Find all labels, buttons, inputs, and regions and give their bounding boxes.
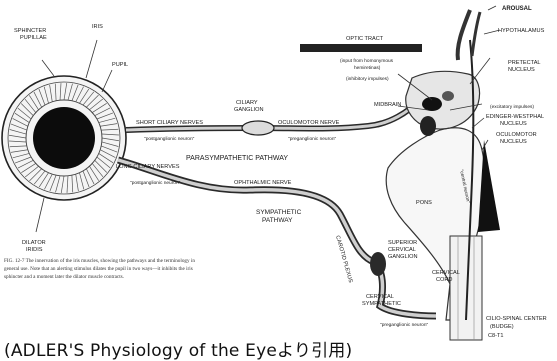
label-ganglion: GANGLION bbox=[234, 107, 264, 113]
label-short-ciliary: SHORT CILIARY NERVES bbox=[136, 120, 203, 126]
caption-line-3: sphincter and a moment later the dilator… bbox=[4, 274, 124, 280]
ciliary-ganglion bbox=[242, 121, 274, 135]
label-cervical-sup: CERVICAL bbox=[388, 247, 416, 253]
caption-line-1: FIG. 12-7 The innervation of the iris mu… bbox=[4, 257, 195, 264]
label-input-2: hemiretinas) bbox=[354, 65, 381, 71]
label-edinger: EDINGER-WESTPHAL bbox=[486, 114, 544, 120]
label-carotid-plexus: CAROTID PLEXUS bbox=[334, 235, 353, 284]
superior-cervical-ganglion bbox=[370, 252, 386, 276]
label-pupil: PUPIL bbox=[112, 62, 128, 68]
label-oculomotor-nucleus: OCULOMOTOR bbox=[496, 132, 537, 138]
label-pupillae: PUPILLAE bbox=[20, 35, 47, 41]
label-inhibitory: (inhibitory impulses) bbox=[346, 76, 389, 82]
label-sympathetic: SYMPATHETIC bbox=[256, 209, 302, 216]
label-postganglionic-1: "postganglionic neuron" bbox=[144, 136, 195, 142]
label-ciliospinal: CILIO-SPINAL CENTER bbox=[486, 316, 547, 322]
label-optic-tract: OPTIC TRACT bbox=[346, 36, 384, 42]
label-preganglionic-2: "preganglionic neuron" bbox=[380, 322, 429, 328]
label-ophthalmic: OPHTHALMIC NERVE bbox=[234, 180, 292, 186]
pupil-shape bbox=[33, 107, 95, 169]
label-cervical-sym: CERVICAL bbox=[366, 294, 394, 300]
source-citation: (ADLER'S Physiology of the Eyeより引用) bbox=[4, 336, 352, 361]
label-preganglionic-1: "preganglionic neuron" bbox=[288, 136, 337, 142]
label-hypothalamus: HYPOTHALAMUS bbox=[498, 28, 545, 34]
label-dilator: DILATOR bbox=[22, 240, 46, 246]
label-sphincter: SPHINCTER bbox=[14, 28, 46, 34]
label-postganglionic-2: "postganglionic neuron" bbox=[130, 180, 181, 186]
label-superior: SUPERIOR bbox=[388, 240, 417, 246]
optic-tract-bar bbox=[300, 44, 422, 52]
caption-line-2: general use. Note that an alerting stimu… bbox=[4, 266, 193, 272]
label-pretectal: PRETECTAL bbox=[508, 60, 541, 66]
label-ganglion-sup: GANGLION bbox=[388, 254, 418, 260]
label-ciliary: CILIARY bbox=[236, 100, 258, 106]
label-excitatory: (excitatory impulses) bbox=[490, 104, 534, 110]
label-arousal: AROUSAL bbox=[502, 6, 532, 12]
label-cervical-cord: CERVICAL bbox=[432, 270, 460, 276]
label-iridis: IRIDIS bbox=[26, 247, 43, 253]
label-input-1: (input from homonymous bbox=[340, 58, 394, 64]
brainstem bbox=[386, 10, 500, 340]
label-pons: PONS bbox=[416, 200, 432, 206]
figure-caption: FIG. 12-7 The innervation of the iris mu… bbox=[4, 257, 195, 280]
label-c8t1: C8-T1 bbox=[488, 333, 504, 339]
label-pretectal-nucleus: NUCLEUS bbox=[508, 67, 535, 73]
label-pathway: PATHWAY bbox=[262, 217, 293, 224]
label-cord: CORD bbox=[436, 277, 452, 283]
label-edinger-nucleus: NUCLEUS bbox=[500, 121, 527, 127]
label-budge: (BUDGE) bbox=[490, 324, 514, 330]
label-oculomotor-nucleus-2: NUCLEUS bbox=[500, 139, 527, 145]
label-long-ciliary: LONG CILIARY NERVES bbox=[116, 164, 180, 170]
iris-figure bbox=[2, 76, 126, 200]
label-parasympathetic: PARASYMPATHETIC PATHWAY bbox=[186, 155, 288, 162]
label-oculomotor-nerve: OCULOMOTOR NERVE bbox=[278, 120, 340, 126]
label-sympathetic-sym: SYMPATHETIC bbox=[362, 301, 401, 307]
label-midbrain: MIDBRAIN bbox=[374, 102, 401, 108]
label-iris: IRIS bbox=[92, 24, 103, 30]
